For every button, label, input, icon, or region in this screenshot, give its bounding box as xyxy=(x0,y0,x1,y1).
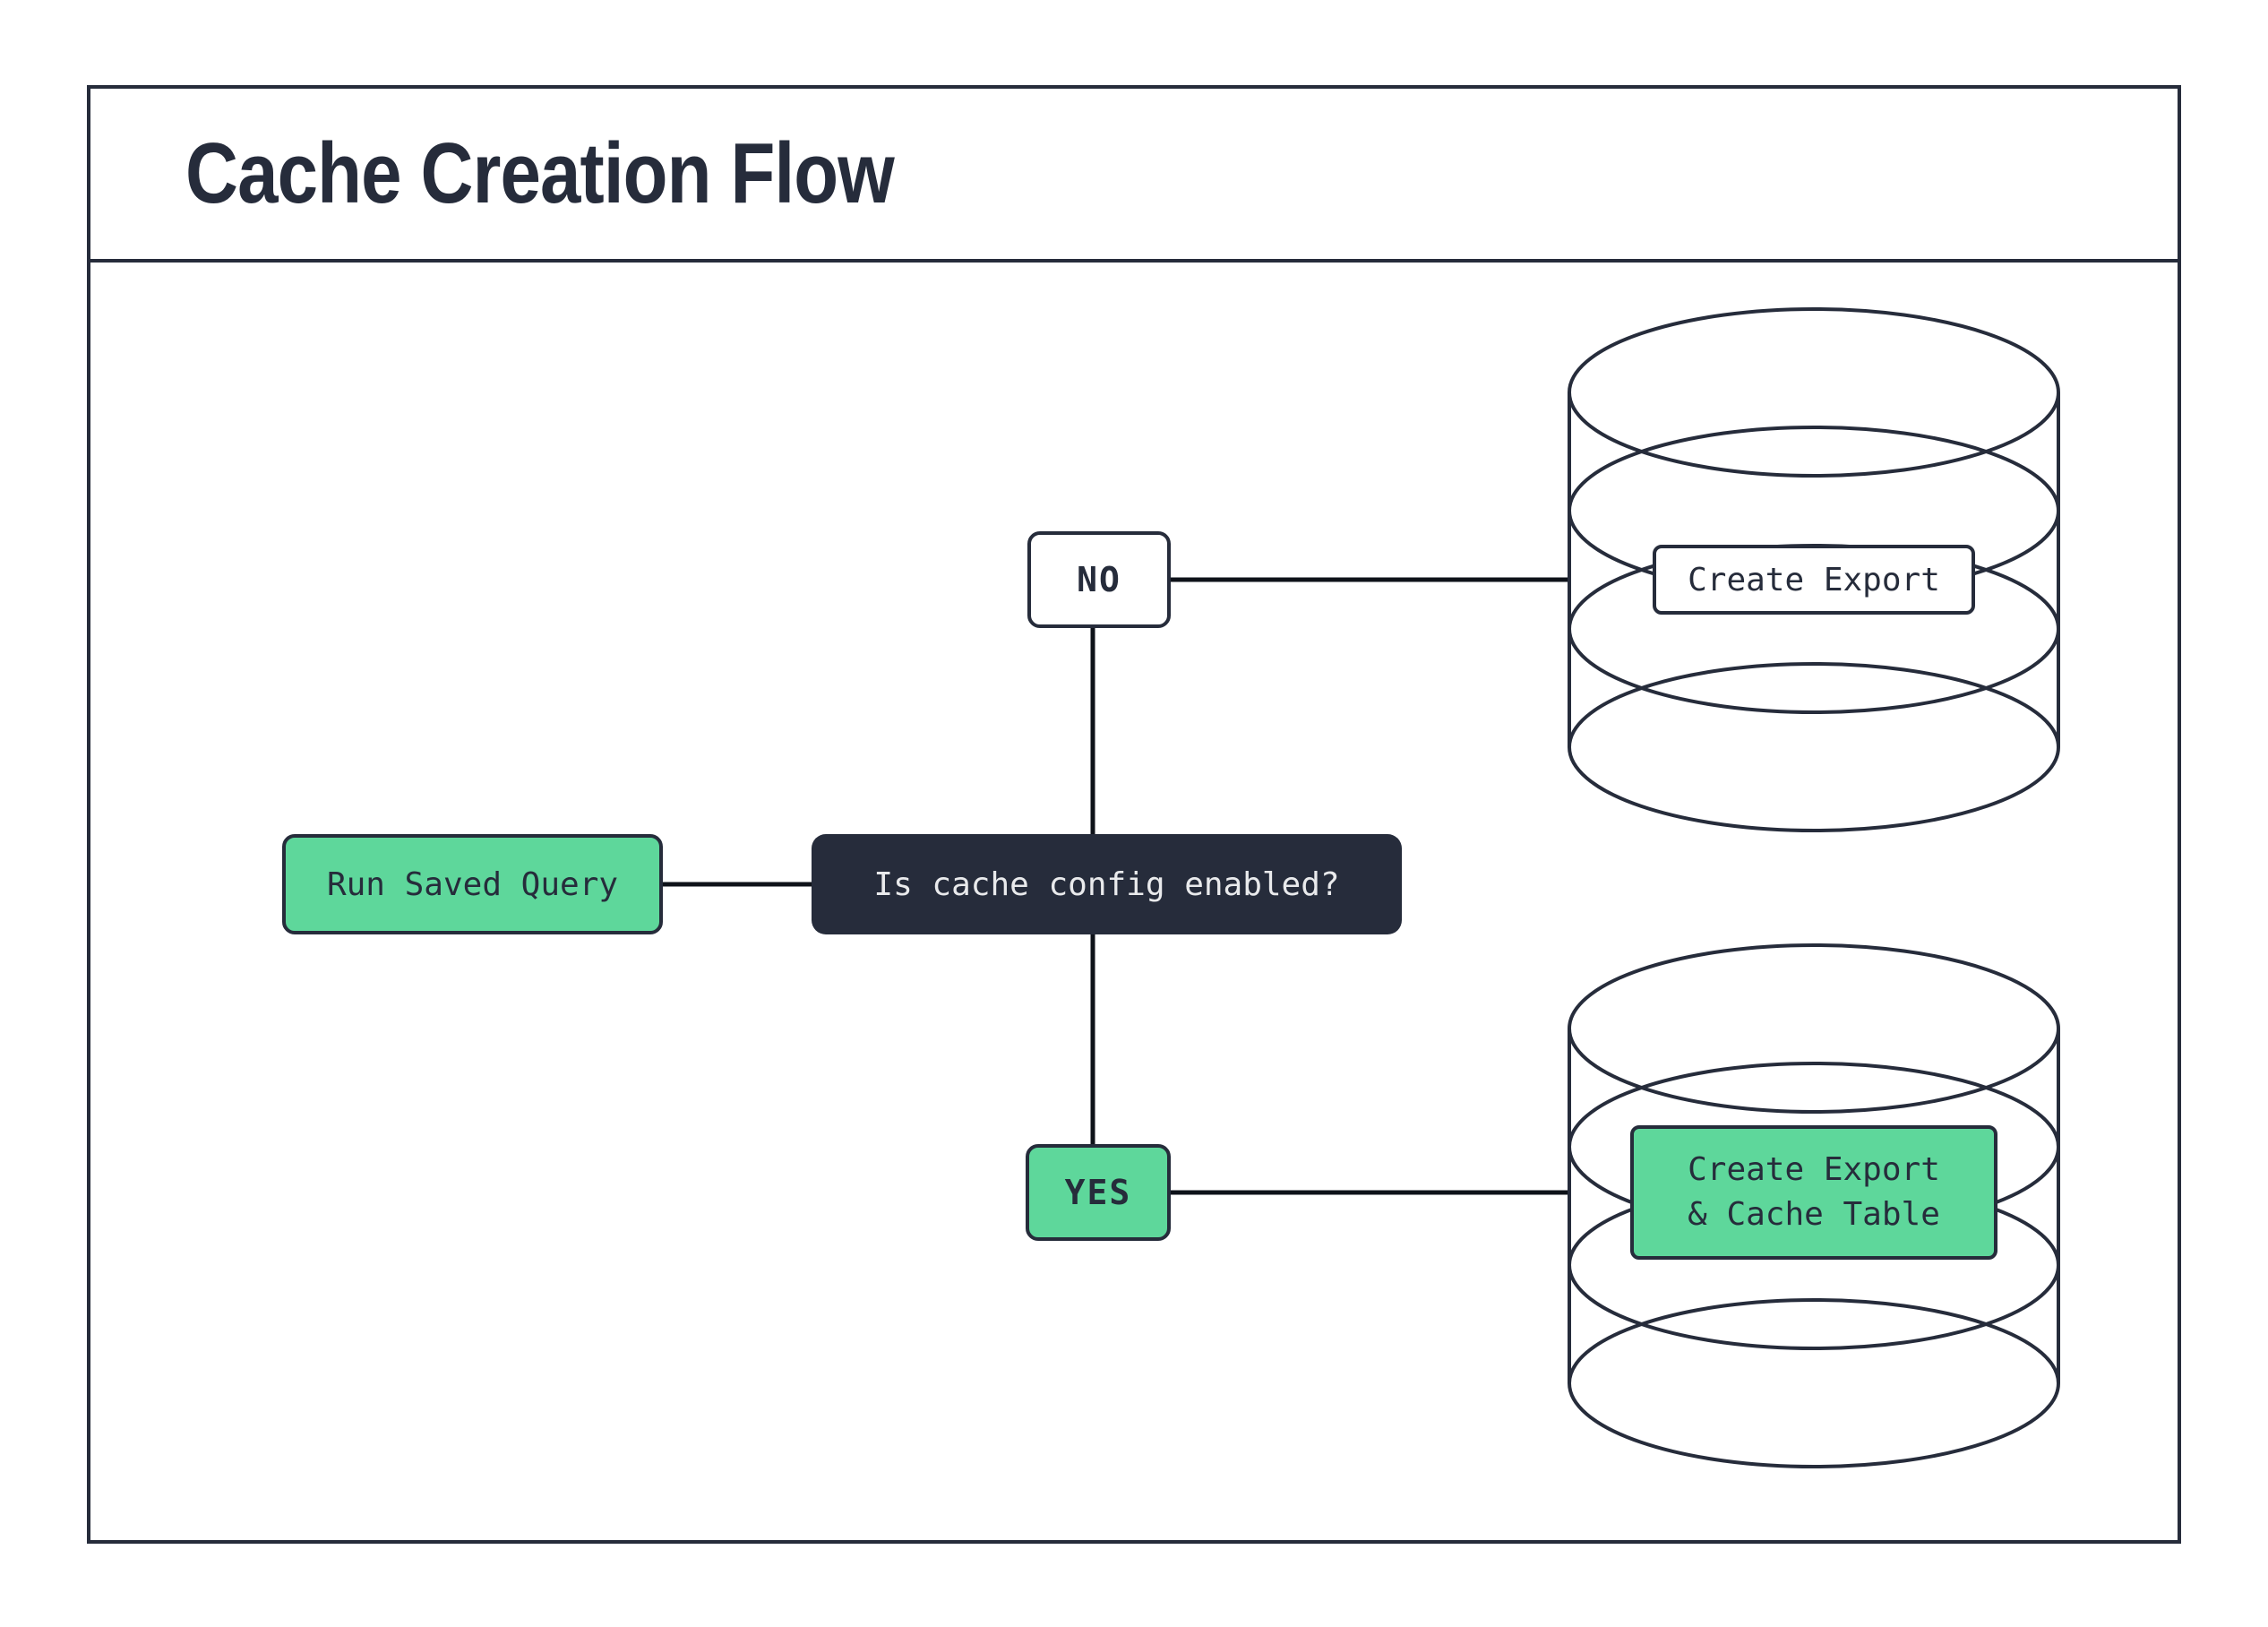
cache-config-decision-label: Is cache config enabled? xyxy=(873,865,1340,903)
yes-branch-node: YES xyxy=(1026,1144,1171,1241)
create-export-cache-node: Create Export & Cache Table xyxy=(1630,1125,1997,1260)
no-branch-node: NO xyxy=(1027,531,1171,628)
yes-branch-label: YES xyxy=(1064,1173,1132,1212)
no-branch-label: NO xyxy=(1077,560,1121,599)
export-database-icon xyxy=(1568,307,2060,832)
create-export-cache-line1: Create Export xyxy=(1688,1151,1940,1188)
page-title: Cache Creation Flow xyxy=(185,125,895,221)
run-saved-query-node: Run Saved Query xyxy=(282,834,663,934)
diagram-header: Cache Creation Flow xyxy=(90,89,2178,263)
create-export-label: Create Export xyxy=(1688,561,1940,598)
create-export-node: Create Export xyxy=(1653,545,1975,615)
diagram-frame: Cache Creation Flow xyxy=(87,85,2181,1544)
create-export-cache-line2: & Cache Table xyxy=(1688,1196,1940,1233)
run-saved-query-label: Run Saved Query xyxy=(326,865,619,903)
cache-config-decision-node: Is cache config enabled? xyxy=(812,834,1402,934)
